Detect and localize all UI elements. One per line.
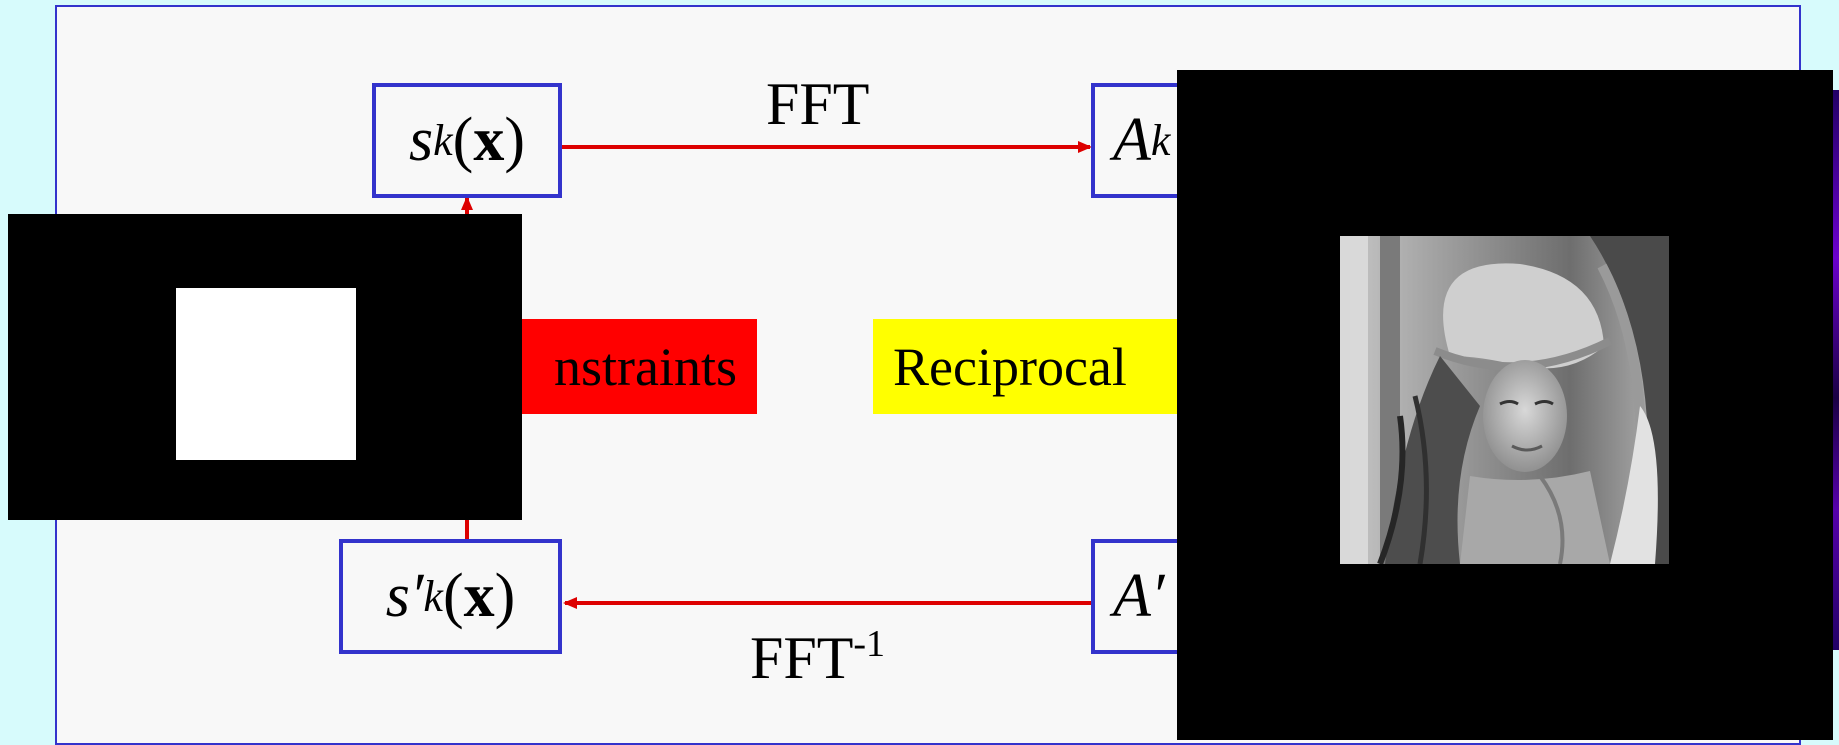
node-akp-base: A′	[1113, 562, 1165, 630]
fft-label: FFT	[766, 71, 870, 137]
node-sk-prime-x: s′k(x)	[339, 539, 562, 654]
right-edge-strip	[1833, 90, 1839, 650]
real-space-constraints-box: nstraints	[516, 319, 757, 414]
node-sk-close: )	[504, 106, 525, 174]
reciprocal-space-box: Reciprocal	[873, 319, 1193, 414]
support-mask-image	[8, 214, 522, 520]
ifft-label: FFT-1	[750, 622, 885, 693]
node-skp-sub: k	[423, 572, 443, 621]
node-ak-sub: k	[1150, 116, 1171, 165]
node-sk-sub: k	[433, 116, 453, 165]
node-skp-close: )	[494, 562, 516, 630]
real-space-constraints-text: nstraints	[554, 336, 737, 397]
node-sk-open: (	[452, 106, 474, 174]
ifft-label-base: FFT	[750, 625, 854, 691]
photo-image-panel	[1177, 70, 1833, 740]
node-sk-base: s	[409, 106, 434, 174]
node-skp-open: (	[442, 562, 464, 630]
node-sk-arg: x	[473, 106, 505, 174]
reciprocal-space-text: Reciprocal	[893, 336, 1127, 397]
node-skp-arg: x	[463, 562, 495, 630]
portrait-photo-drawing	[1340, 236, 1669, 564]
node-ak-base: A	[1113, 106, 1151, 174]
portrait-photo	[1340, 236, 1669, 564]
support-square	[176, 288, 356, 460]
node-skp-base: s′	[385, 562, 424, 630]
ifft-label-sup: -1	[853, 623, 886, 665]
